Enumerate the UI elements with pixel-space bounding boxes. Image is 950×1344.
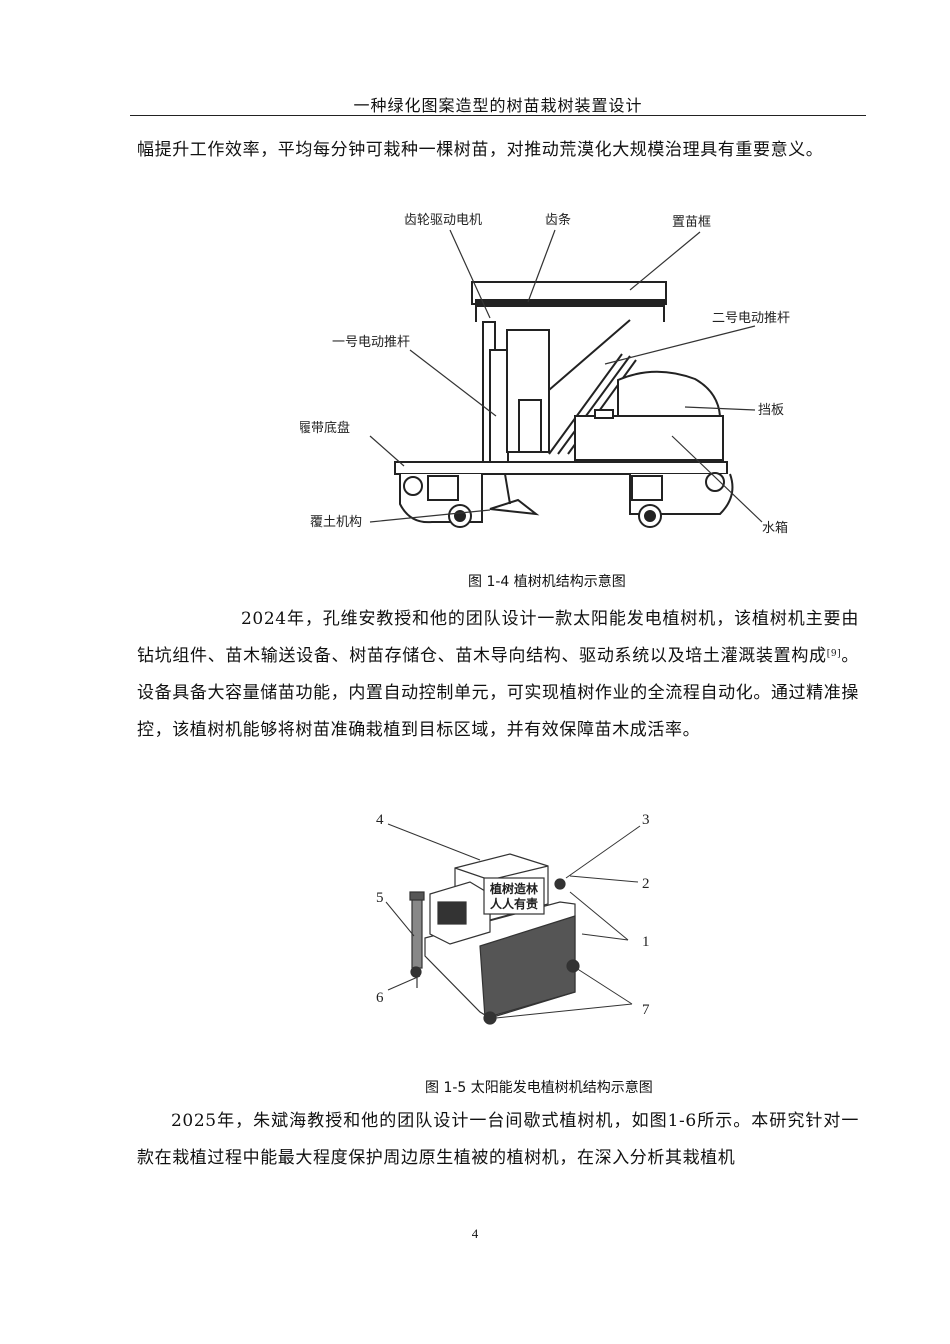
figure-1-4-caption: 图 1-4 植树机结构示意图 bbox=[468, 574, 626, 590]
header-rule bbox=[130, 115, 866, 116]
number-1: 1 bbox=[642, 934, 650, 950]
banner-line-2: 人人有责 bbox=[490, 896, 538, 911]
page-number: 4 bbox=[471, 1226, 479, 1241]
paragraph-2-tail: 。设备具备大容量储苗功能，内置自动控制单元，可实现植树作业的全流程自动化。通过精… bbox=[137, 646, 859, 740]
number-7: 7 bbox=[642, 1002, 650, 1018]
label-gear-motor: 齿轮驱动电机 bbox=[404, 213, 482, 228]
number-5: 5 bbox=[376, 890, 384, 906]
label-actuator-one: 一号电动推杆 bbox=[332, 335, 410, 350]
planter-drawing bbox=[394, 281, 734, 528]
number-leaders bbox=[385, 823, 641, 1019]
number-4: 4 bbox=[376, 812, 384, 828]
solar-planter-drawing bbox=[409, 853, 580, 1025]
figure-planter-structure: 齿轮驱动电机 齿条 置苗框 二号电动推杆 一号电动推杆 挡板 履带底盘 覆土机构… bbox=[300, 204, 820, 544]
label-baffle: 挡板 bbox=[758, 403, 784, 418]
leader-lines bbox=[369, 229, 763, 523]
figure-solar-planter: 植树造林 人人有责 4 3 2 1 5 6 7 bbox=[370, 806, 670, 1034]
number-3: 3 bbox=[642, 812, 650, 828]
paragraph-1: 幅提升工作效率，平均每分钟可栽种一棵树苗，对推动荒漠化大规模治理具有重要意义。 bbox=[137, 140, 824, 160]
label-track-chassis: 履带底盘 bbox=[300, 420, 350, 436]
number-2: 2 bbox=[642, 876, 650, 892]
paragraph-3: 2025年，朱斌海教授和他的团队设计一台间歇式植树机，如图1-6所示。本研究针对… bbox=[137, 1111, 859, 1168]
label-soil-cover: 覆土机构 bbox=[310, 515, 362, 530]
citation-9: [9] bbox=[826, 649, 842, 659]
paragraph-2: 2024年，孔维安教授和他的团队设计一款太阳能发电植树机，该植树机主要由钻坑组件… bbox=[137, 601, 859, 749]
label-seedling-frame: 置苗框 bbox=[672, 215, 711, 230]
banner-line-1: 植树造林 bbox=[489, 881, 538, 896]
label-actuator-two: 二号电动推杆 bbox=[712, 311, 790, 326]
label-rack: 齿条 bbox=[545, 212, 571, 228]
figure-1-5-caption: 图 1-5 太阳能发电植树机结构示意图 bbox=[425, 1080, 653, 1096]
label-water-tank: 水箱 bbox=[762, 520, 788, 536]
number-6: 6 bbox=[376, 990, 384, 1006]
paragraph-2-text: 2024年，孔维安教授和他的团队设计一款太阳能发电植树机，该植树机主要由钻坑组件… bbox=[137, 609, 859, 666]
page-header: 一种绿化图案造型的树苗栽树装置设计 bbox=[353, 96, 643, 115]
